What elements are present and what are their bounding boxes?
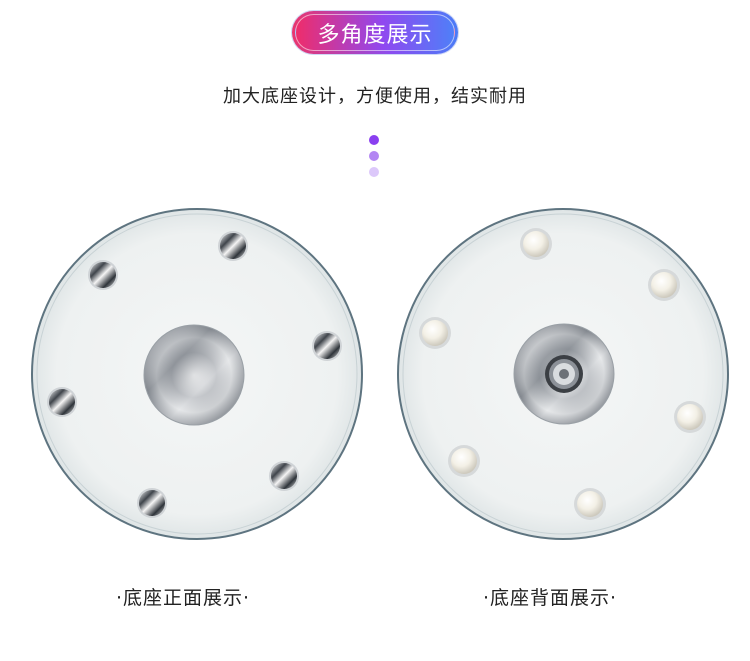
section-title: 多角度展示 [295, 14, 455, 51]
section-subtitle: 加大底座设计，方便使用，结实耐用 [223, 86, 527, 107]
dot-1 [369, 135, 379, 145]
dot-2 [369, 151, 379, 161]
plate-back-image [396, 207, 730, 541]
plate-front-image [30, 207, 364, 541]
caption-front: ·底座正面展示· [116, 587, 251, 609]
dot-3 [369, 167, 379, 177]
decorative-dots [369, 135, 381, 183]
caption-back: ·底座背面展示· [483, 587, 618, 609]
section-title-badge: 多角度展示 [292, 11, 458, 54]
